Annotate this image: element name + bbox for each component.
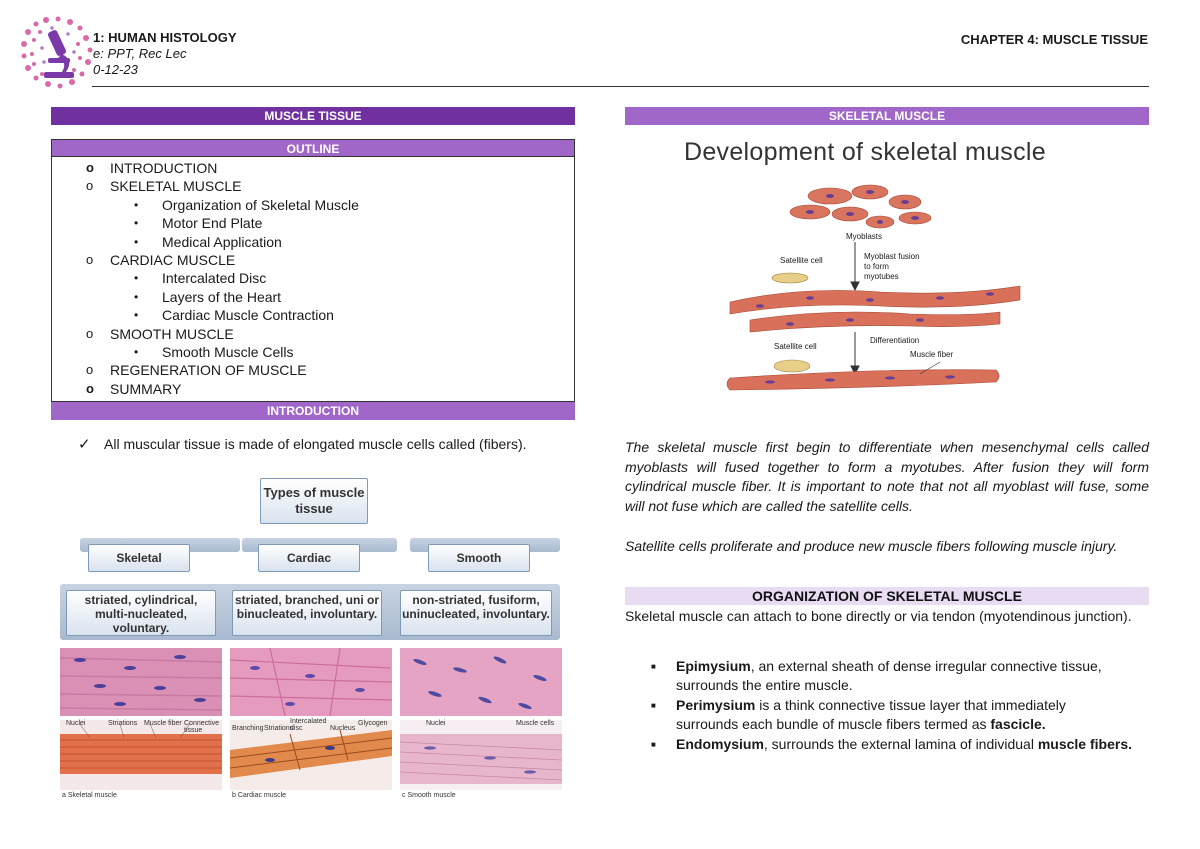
desc-box-smooth: non-striated, fusiform, uninucleated, in… bbox=[400, 590, 552, 636]
term-epimysium: Epimysium bbox=[676, 658, 751, 674]
outline-item: Smooth Muscle Cells bbox=[162, 344, 294, 360]
header-chapter: CHAPTER 4: MUSCLE TISSUE bbox=[960, 32, 1148, 47]
square-bullet-icon: ■ bbox=[651, 662, 656, 671]
header-course-title: 1: HUMAN HISTOLOGY bbox=[93, 30, 237, 45]
text-perimysium: is a think connective tissue layer that … bbox=[676, 697, 1066, 732]
skeletal-histology-image bbox=[60, 648, 222, 716]
label-skeletal-nuclei: Nuclei bbox=[66, 720, 86, 727]
bold-fascicle: fascicle. bbox=[990, 716, 1046, 732]
type-box-cardiac: Cardiac bbox=[258, 544, 360, 572]
development-figure: Development of skeletal muscle Myoblasts… bbox=[630, 136, 1150, 396]
development-drawing bbox=[726, 184, 1021, 391]
label-satellite-cell-2: Satellite cell bbox=[774, 342, 817, 351]
type-box-skeletal: Skeletal bbox=[88, 544, 190, 572]
organization-text: Skeletal muscle can attach to bone direc… bbox=[625, 608, 1132, 624]
label-myoblasts: Myoblasts bbox=[846, 232, 883, 241]
outline-circle-marker: o bbox=[86, 380, 94, 396]
header-divider bbox=[92, 86, 1149, 87]
microscope-logo-icon bbox=[21, 16, 93, 89]
label-cardiac-branching: Branching bbox=[232, 725, 264, 732]
checkmark-icon: ✓ bbox=[78, 436, 91, 453]
outline-heading: OUTLINE bbox=[51, 139, 575, 157]
type-box-smooth: Smooth bbox=[428, 544, 530, 572]
outline-item: Medical Application bbox=[162, 233, 282, 250]
label-skeletal-striations: Striations bbox=[108, 720, 138, 727]
header-source: e: PPT, Rec Lec bbox=[93, 46, 187, 61]
outline-item: Organization of Skeletal Muscle bbox=[162, 196, 359, 213]
outline-item: Layers of the Heart bbox=[162, 288, 282, 305]
outline-item: SKELETAL MUSCLE bbox=[110, 178, 242, 195]
desc-box-skeletal: striated, cylindrical, multi-nucleated, … bbox=[66, 590, 216, 636]
outline-circle-marker: o bbox=[86, 252, 94, 267]
outline-item: SUMMARY bbox=[110, 380, 182, 397]
development-figure-title: Development of skeletal muscle bbox=[684, 138, 1046, 166]
outline-item: INTRODUCTION bbox=[110, 160, 218, 176]
outline-bullet-icon: • bbox=[134, 289, 139, 304]
introduction-heading: INTRODUCTION bbox=[51, 402, 575, 420]
caption-cardiac: b Cardiac muscle bbox=[232, 792, 287, 799]
outline-item: CARDIAC MUSCLE bbox=[110, 252, 236, 268]
outline-item: Cardiac Muscle Contraction bbox=[162, 307, 334, 324]
outline-circle-marker: o bbox=[86, 325, 94, 341]
outline-bullet-icon: • bbox=[134, 234, 139, 249]
skeletal-muscle-heading: SKELETAL MUSCLE bbox=[625, 107, 1149, 125]
intro-text: All muscular tissue is made of elongated… bbox=[104, 436, 527, 452]
caption-skeletal: a Skeletal muscle bbox=[62, 792, 117, 799]
label-satellite-cell-1: Satellite cell bbox=[780, 256, 823, 265]
outline-circle-marker: o bbox=[86, 178, 94, 194]
label-muscle-fiber: Muscle fiber bbox=[910, 350, 954, 359]
outline-bullet-icon: • bbox=[134, 345, 139, 359]
cardiac-drawing bbox=[230, 720, 392, 790]
list-item-epimysium: Epimysium, an external sheath of dense i… bbox=[676, 657, 1116, 695]
development-paragraph: The skeletal muscle first begin to diffe… bbox=[625, 439, 1149, 514]
bold-muscle-fibers: muscle fibers. bbox=[1037, 736, 1132, 752]
term-perimysium: Perimysium bbox=[676, 697, 756, 713]
label-cardiac-nucleus: Nucleus bbox=[330, 725, 356, 732]
outline-bullet-icon: • bbox=[134, 197, 139, 212]
diagram-root-box: Types of muscle tissue bbox=[260, 478, 368, 524]
square-bullet-icon: ■ bbox=[651, 740, 656, 749]
satellite-paragraph: Satellite cells proliferate and produce … bbox=[625, 538, 1118, 554]
square-bullet-icon: ■ bbox=[651, 701, 656, 710]
muscle-types-diagram: Types of muscle tissue Skeletal Cardiac … bbox=[60, 472, 565, 802]
text-epimysium: , an external sheath of dense irregular … bbox=[676, 658, 1102, 693]
label-smooth-nuclei: Nuclei bbox=[426, 720, 446, 727]
outline-bullet-icon: • bbox=[134, 216, 139, 231]
term-endomysium: Endomysium bbox=[676, 736, 764, 752]
text-endomysium: , surrounds the external lamina of indiv… bbox=[763, 736, 1038, 752]
muscle-tissue-heading: MUSCLE TISSUE bbox=[51, 107, 575, 125]
organization-heading: ORGANIZATION OF SKELETAL MUSCLE bbox=[625, 587, 1149, 605]
label-skeletal-connective: Connective tissue bbox=[184, 720, 220, 734]
outline-box bbox=[51, 157, 575, 402]
label-myoblast-fusion: Myoblast fusion to form myotubes bbox=[864, 252, 920, 281]
outline-item: SMOOTH MUSCLE bbox=[110, 325, 234, 342]
label-smooth-cells: Muscle cells bbox=[516, 720, 555, 727]
label-differentiation: Differentiation bbox=[870, 336, 920, 345]
list-item-perimysium: Perimysium is a think connective tissue … bbox=[676, 696, 1116, 734]
label-cardiac-striations: Striations bbox=[264, 725, 294, 732]
outline-bullet-icon: • bbox=[134, 308, 139, 323]
outline-item: REGENERATION OF MUSCLE bbox=[110, 362, 307, 379]
outline-item: Intercalated Disc bbox=[162, 270, 267, 287]
label-cardiac-glycogen: Glycogen bbox=[358, 720, 388, 727]
outline-item: Motor End Plate bbox=[162, 215, 263, 232]
smooth-drawing bbox=[400, 720, 562, 790]
label-skeletal-fiber: Muscle fiber bbox=[144, 720, 182, 727]
list-item-endomysium: Endomysium, surrounds the external lamin… bbox=[676, 735, 1146, 754]
smooth-histology-image bbox=[400, 648, 562, 716]
outline-circle-marker: o bbox=[86, 362, 94, 378]
desc-box-cardiac: striated, branched, uni or binucleated, … bbox=[232, 590, 382, 636]
caption-smooth: c Smooth muscle bbox=[402, 792, 456, 799]
skeletal-drawing bbox=[60, 720, 222, 790]
cardiac-histology-image bbox=[230, 648, 392, 716]
outline-circle-marker: o bbox=[86, 160, 94, 175]
label-cardiac-disc: Intercalated disc bbox=[290, 718, 327, 732]
outline-bullet-icon: • bbox=[134, 271, 139, 286]
header-course-block: 1: HUMAN HISTOLOGY e: PPT, Rec Lec 0-12-… bbox=[93, 30, 237, 78]
header-date: 0-12-23 bbox=[93, 62, 138, 77]
